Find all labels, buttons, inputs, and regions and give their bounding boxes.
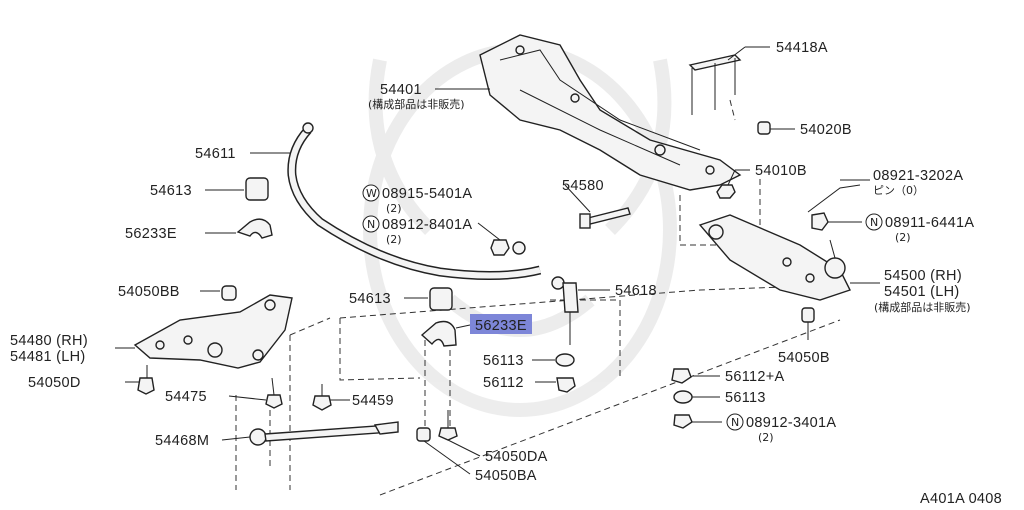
note-54501: (構成部品は非販売) <box>874 300 971 314</box>
nut-08911-6441A[interactable] <box>811 212 829 231</box>
lower-arm-54500[interactable] <box>698 214 851 301</box>
symbol-08912a: N <box>367 218 375 231</box>
label-54580[interactable]: 54580 <box>562 178 604 194</box>
bushing-56113-center[interactable] <box>555 353 575 367</box>
nut-54050B[interactable] <box>801 307 815 323</box>
label-54611[interactable]: 54611 <box>195 146 236 162</box>
label-54401[interactable]: 54401 <box>380 82 422 98</box>
nut-54050BA[interactable] <box>416 427 431 442</box>
washer-symbol <box>362 184 380 202</box>
bushing-56113-right[interactable] <box>673 390 693 404</box>
label-08912-8401A[interactable]: 08912-8401A <box>382 217 472 233</box>
qty-08915: (2) <box>386 202 402 215</box>
nut-symbol-c <box>726 413 744 431</box>
stud-54418A[interactable] <box>688 54 742 115</box>
label-54468M[interactable]: 54468M <box>155 433 209 449</box>
label-08912-3401A[interactable]: 08912-3401A <box>746 415 836 431</box>
bolt-54050D[interactable] <box>137 365 155 395</box>
bolt-54050DA[interactable] <box>438 410 458 441</box>
label-54010B[interactable]: 54010B <box>755 163 807 179</box>
symbol-08912b: N <box>731 416 739 429</box>
label-56113-right[interactable]: 56113 <box>725 390 766 406</box>
nut-54010B[interactable] <box>716 184 736 199</box>
nut-54020B[interactable] <box>757 121 771 135</box>
nut-08912-3401A[interactable] <box>673 414 693 429</box>
label-56233E-right[interactable]: 56233E <box>475 318 527 334</box>
label-54618[interactable]: 54618 <box>615 283 657 299</box>
qty-08912a: (2) <box>386 233 402 246</box>
label-54500[interactable]: 54500 (RH) <box>884 268 962 284</box>
tension-rod-bracket-54480[interactable] <box>133 294 293 369</box>
nut-54050BB[interactable] <box>221 285 237 301</box>
label-56233E-left[interactable]: 56233E <box>125 226 177 242</box>
label-56113-center[interactable]: 56113 <box>483 353 524 369</box>
note-54401: (構成部品は非販売) <box>368 97 465 111</box>
label-08911-6441A[interactable]: 08911-6441A <box>885 215 974 231</box>
pin-08921-3202A[interactable] <box>807 184 861 213</box>
label-54050B[interactable]: 54050B <box>778 350 830 366</box>
label-54418A[interactable]: 54418A <box>776 40 828 56</box>
crossmember-54401[interactable] <box>479 34 742 191</box>
symbol-08911: N <box>870 216 878 229</box>
label-54020B[interactable]: 54020B <box>800 122 852 138</box>
nut-08912-8401A[interactable] <box>490 239 526 256</box>
label-54050BA[interactable]: 54050BA <box>475 468 537 484</box>
tension-rod-54468M[interactable] <box>249 421 399 446</box>
label-54459[interactable]: 54459 <box>352 393 394 409</box>
nut-symbol-b <box>865 213 883 231</box>
label-54050DA[interactable]: 54050DA <box>485 449 548 465</box>
label-56112A[interactable]: 56112+A <box>725 369 785 385</box>
highlight-56233E <box>470 314 532 334</box>
bolt-54475[interactable] <box>265 377 283 409</box>
label-56112[interactable]: 56112 <box>483 375 524 391</box>
stabilizer-bar-54611[interactable] <box>287 122 542 281</box>
part-labels: 54418A 54401 (構成部品は非販売) 54020B 54611 540… <box>10 40 1002 507</box>
bushing-54613-left[interactable] <box>245 177 269 201</box>
bracket-56233E-right[interactable] <box>420 320 457 347</box>
bracket-56233E-left[interactable] <box>236 218 273 239</box>
label-54481[interactable]: 54481 (LH) <box>10 349 86 365</box>
label-54613-left[interactable]: 54613 <box>150 183 192 199</box>
qty-08911: (2) <box>895 231 911 244</box>
label-54050BB[interactable]: 54050BB <box>118 284 180 300</box>
bolt-54459[interactable] <box>312 384 332 411</box>
bushing-54613-right[interactable] <box>429 287 453 311</box>
nut-56112-center[interactable] <box>556 377 576 393</box>
nut-symbol-a <box>362 215 380 233</box>
diagram-code: A401A 0408 <box>920 491 1002 507</box>
label-54475[interactable]: 54475 <box>165 389 207 405</box>
label-54050D[interactable]: 54050D <box>28 375 81 391</box>
nut-56112A[interactable] <box>671 368 692 384</box>
qty-08912b: (2) <box>758 431 774 444</box>
leader-lines <box>115 46 880 475</box>
sub-08921-3202A: ピン（0） <box>873 184 924 197</box>
stabilizer-link-54618[interactable] <box>551 276 579 345</box>
label-54613-right[interactable]: 54613 <box>349 291 391 307</box>
bolt-54580[interactable] <box>579 207 631 229</box>
label-54480[interactable]: 54480 (RH) <box>10 333 88 349</box>
label-08915-5401A[interactable]: 08915-5401A <box>382 186 472 202</box>
symbol-08915: W <box>366 187 377 200</box>
label-08921-3202A[interactable]: 08921-3202A <box>873 168 963 184</box>
label-54501[interactable]: 54501 (LH) <box>884 284 960 300</box>
